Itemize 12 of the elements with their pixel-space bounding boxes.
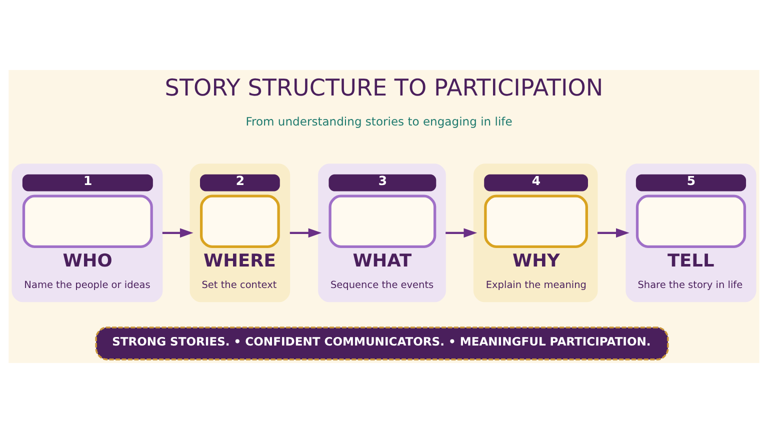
node-box: 4 WHY Explain the meaning bbox=[473, 163, 598, 302]
arrow bbox=[446, 228, 478, 238]
arrow bbox=[290, 228, 322, 238]
node-box: 5 TELL Share the story in life bbox=[626, 163, 756, 302]
node-box: 2 WHERE Set the context bbox=[190, 163, 290, 302]
node-box: 1 WHO Name the people or ideas bbox=[12, 163, 163, 302]
label: From understanding stories to engaging in life bbox=[246, 114, 512, 128]
arrow bbox=[162, 228, 194, 238]
node-box: 3 WHAT Sequence the events bbox=[318, 163, 446, 302]
diagram-title: STORY STRUCTURE TO PARTICIPATION bbox=[164, 75, 604, 102]
arrow bbox=[598, 228, 630, 238]
node-box: STRONG STORIES. • CONFIDENT COMMUNICATORS. • MEANINGFUL PARTICIPATION. bbox=[95, 326, 669, 360]
